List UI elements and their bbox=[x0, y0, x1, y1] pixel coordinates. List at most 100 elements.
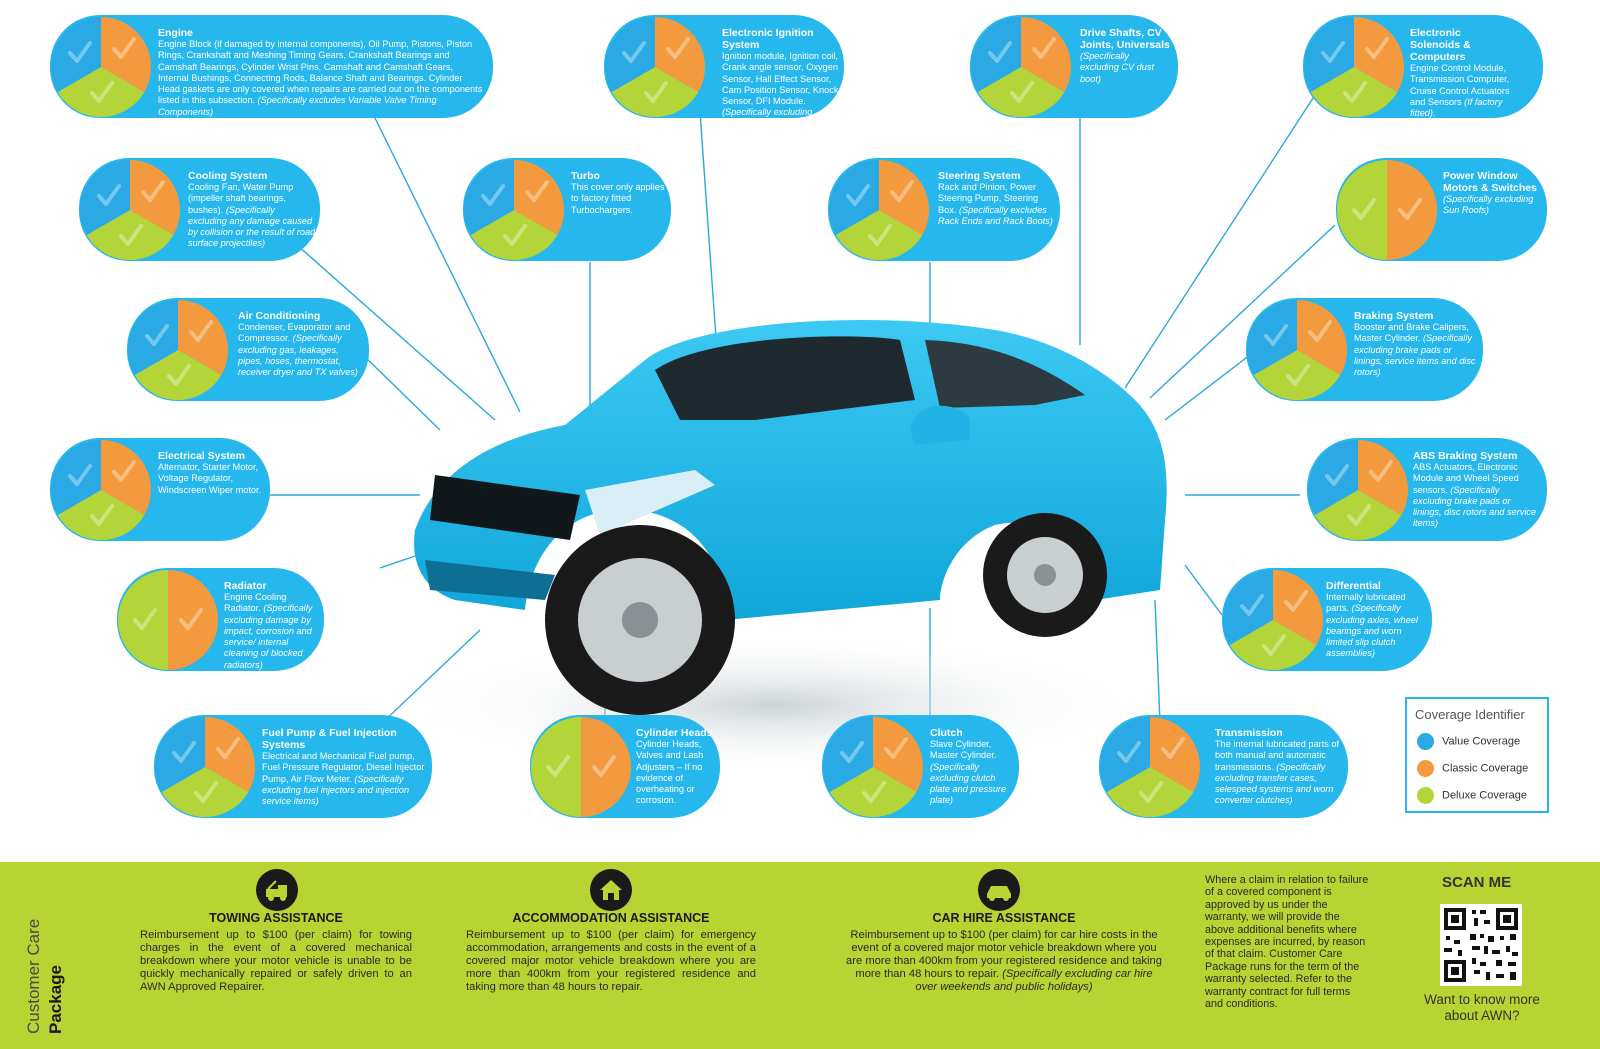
legend-item-deluxe: Deluxe Coverage bbox=[1417, 787, 1527, 804]
component-description: Slave Cylinder, Master Cylinder. (Specif… bbox=[930, 739, 1015, 807]
component-title: Drive Shafts, CV Joints, Universals bbox=[1080, 27, 1170, 51]
component-title: ABS Braking System bbox=[1413, 450, 1518, 462]
component-description: Cylinder Heads, Valves and Lash Adjuster… bbox=[636, 739, 716, 807]
component-desc-text: Engine Cooling Radiator. bbox=[224, 592, 287, 614]
coverage-legend: Coverage Identifier Value Coverage Class… bbox=[1405, 697, 1549, 813]
component-desc-text: The internal lubricated parts of both ma… bbox=[1215, 739, 1340, 772]
car-hire-title: CAR HIRE ASSISTANCE bbox=[932, 911, 1076, 925]
component-exclusion-note: (Specifically excludes Variable Valve Ti… bbox=[158, 95, 437, 117]
component-title: Differential bbox=[1326, 580, 1381, 592]
component-desc-text: Internally lubricated parts. bbox=[1326, 592, 1406, 614]
component-exclusion-note: (Specifically excluding brake pads or li… bbox=[1413, 484, 1537, 529]
component-desc-text: Electrical and Mechanical Fuel pump, Fue… bbox=[262, 751, 425, 784]
coverage-pie-icon bbox=[1337, 159, 1437, 260]
component-desc-text: ABS Actuators, Electronic Module and Whe… bbox=[1413, 462, 1519, 495]
coverage-pie-icon bbox=[531, 716, 631, 817]
component-title: Electrical System bbox=[158, 450, 245, 462]
band-side-label: Customer Care Package bbox=[24, 906, 84, 1036]
side-subtitle: Package bbox=[46, 965, 65, 1034]
component-exclusion-note: (Specifically excluding Sun Roofs) bbox=[1443, 194, 1534, 216]
component-exclusion-note: (Specifically excluding transfer cases, … bbox=[1215, 761, 1334, 806]
qr-code[interactable] bbox=[1440, 904, 1522, 986]
legend-label: Deluxe Coverage bbox=[1442, 789, 1527, 802]
coverage-pie-icon bbox=[155, 716, 255, 817]
component-text: Drive Shafts, CV Joints, Universals (Spe… bbox=[1080, 27, 1170, 85]
coverage-pie-icon bbox=[971, 16, 1071, 117]
scan-me-title: SCAN ME bbox=[1442, 874, 1512, 891]
coverage-pie-icon bbox=[1223, 569, 1323, 670]
component-description: Engine Control Module, Transmission Comp… bbox=[1410, 63, 1510, 119]
legend-item-classic: Classic Coverage bbox=[1417, 760, 1528, 777]
component-power-window-motors-switches: Power Window Motors & Switches (Specific… bbox=[1336, 158, 1547, 261]
legend-label: Value Coverage bbox=[1442, 735, 1521, 748]
component-desc-text: Cooling Fan, Water Pump (impeller shaft … bbox=[188, 182, 294, 215]
coverage-pie-icon bbox=[1308, 439, 1408, 540]
car-illustration bbox=[395, 300, 1215, 785]
scan-subtitle: Want to know more about AWN? bbox=[1424, 992, 1540, 1023]
component-exclusion-note: (Specifically excluding damage by impact… bbox=[224, 603, 313, 670]
component-desc-text: Engine Control Module, Transmission Comp… bbox=[1410, 63, 1510, 107]
legend-item-value: Value Coverage bbox=[1417, 733, 1520, 750]
component-description: ABS Actuators, Electronic Module and Whe… bbox=[1413, 462, 1538, 530]
car-hire-note: (Specifically excluding car hire over we… bbox=[915, 968, 1153, 993]
component-drive-shafts-cv-joints-universals: Drive Shafts, CV Joints, Universals (Spe… bbox=[970, 15, 1178, 118]
component-title: Cooling System bbox=[188, 170, 268, 182]
component-title: Cylinder Heads bbox=[636, 727, 713, 739]
coverage-pie-icon bbox=[51, 439, 151, 540]
tow-truck-icon bbox=[256, 869, 298, 911]
component-description: This cover only applies to factory fitte… bbox=[571, 182, 666, 216]
component-desc-text: Ignition module, Ignition coil, Crank an… bbox=[722, 51, 839, 107]
component-description: The internal lubricated parts of both ma… bbox=[1215, 739, 1345, 807]
accommodation-body: Reimbursement up to $100 (per claim) for… bbox=[466, 929, 756, 993]
accommodation-title: ACCOMMODATION ASSISTANCE bbox=[512, 911, 710, 925]
classic-dot-icon bbox=[1417, 760, 1434, 777]
component-exclusion-note: (Specifically excluding CV dust boot) bbox=[1080, 51, 1155, 84]
car-icon bbox=[978, 869, 1020, 911]
component-title: Transmission bbox=[1215, 727, 1283, 739]
component-description: Electrical and Mechanical Fuel pump, Fue… bbox=[262, 751, 427, 807]
component-desc-text: Rack and Pinion, Power Steering Pump, St… bbox=[938, 182, 1039, 215]
coverage-pie-icon bbox=[823, 716, 923, 817]
component-exclusion-note: (Specifically excludes Rack Ends and Rac… bbox=[938, 204, 1053, 226]
component-exclusion-note: (Specifically excluding gas, leakages, p… bbox=[238, 333, 358, 378]
component-desc-text: This cover only applies to factory fitte… bbox=[571, 182, 665, 215]
value-dot-icon bbox=[1417, 733, 1434, 750]
towing-body: Reimbursement up to $100 (per claim) for… bbox=[140, 929, 412, 993]
house-icon bbox=[590, 869, 632, 911]
coverage-pie-icon bbox=[51, 16, 151, 117]
legend-label: Classic Coverage bbox=[1442, 762, 1529, 775]
coverage-pie-icon bbox=[464, 159, 564, 260]
side-title: Customer Care bbox=[24, 918, 43, 1034]
component-title: Radiator bbox=[224, 580, 267, 592]
component-text: Power Window Motors & Switches (Specific… bbox=[1443, 170, 1543, 217]
component-desc-text: Cylinder Heads, Valves and Lash Adjuster… bbox=[636, 739, 704, 806]
coverage-pie-icon bbox=[829, 159, 929, 260]
component-description: Alternator, Starter Motor, Voltage Regul… bbox=[158, 462, 263, 496]
component-description: Engine Block (if damaged by internal com… bbox=[158, 39, 483, 118]
component-title: Electronic Solenoids & Computers bbox=[1410, 27, 1471, 63]
component-desc-text: Engine Block (if damaged by internal com… bbox=[158, 39, 483, 106]
component-title: Clutch bbox=[930, 727, 963, 739]
component-description: Booster and Brake Calipers, Master Cylin… bbox=[1354, 322, 1479, 378]
component-description: Ignition module, Ignition coil, Crank an… bbox=[722, 51, 842, 130]
